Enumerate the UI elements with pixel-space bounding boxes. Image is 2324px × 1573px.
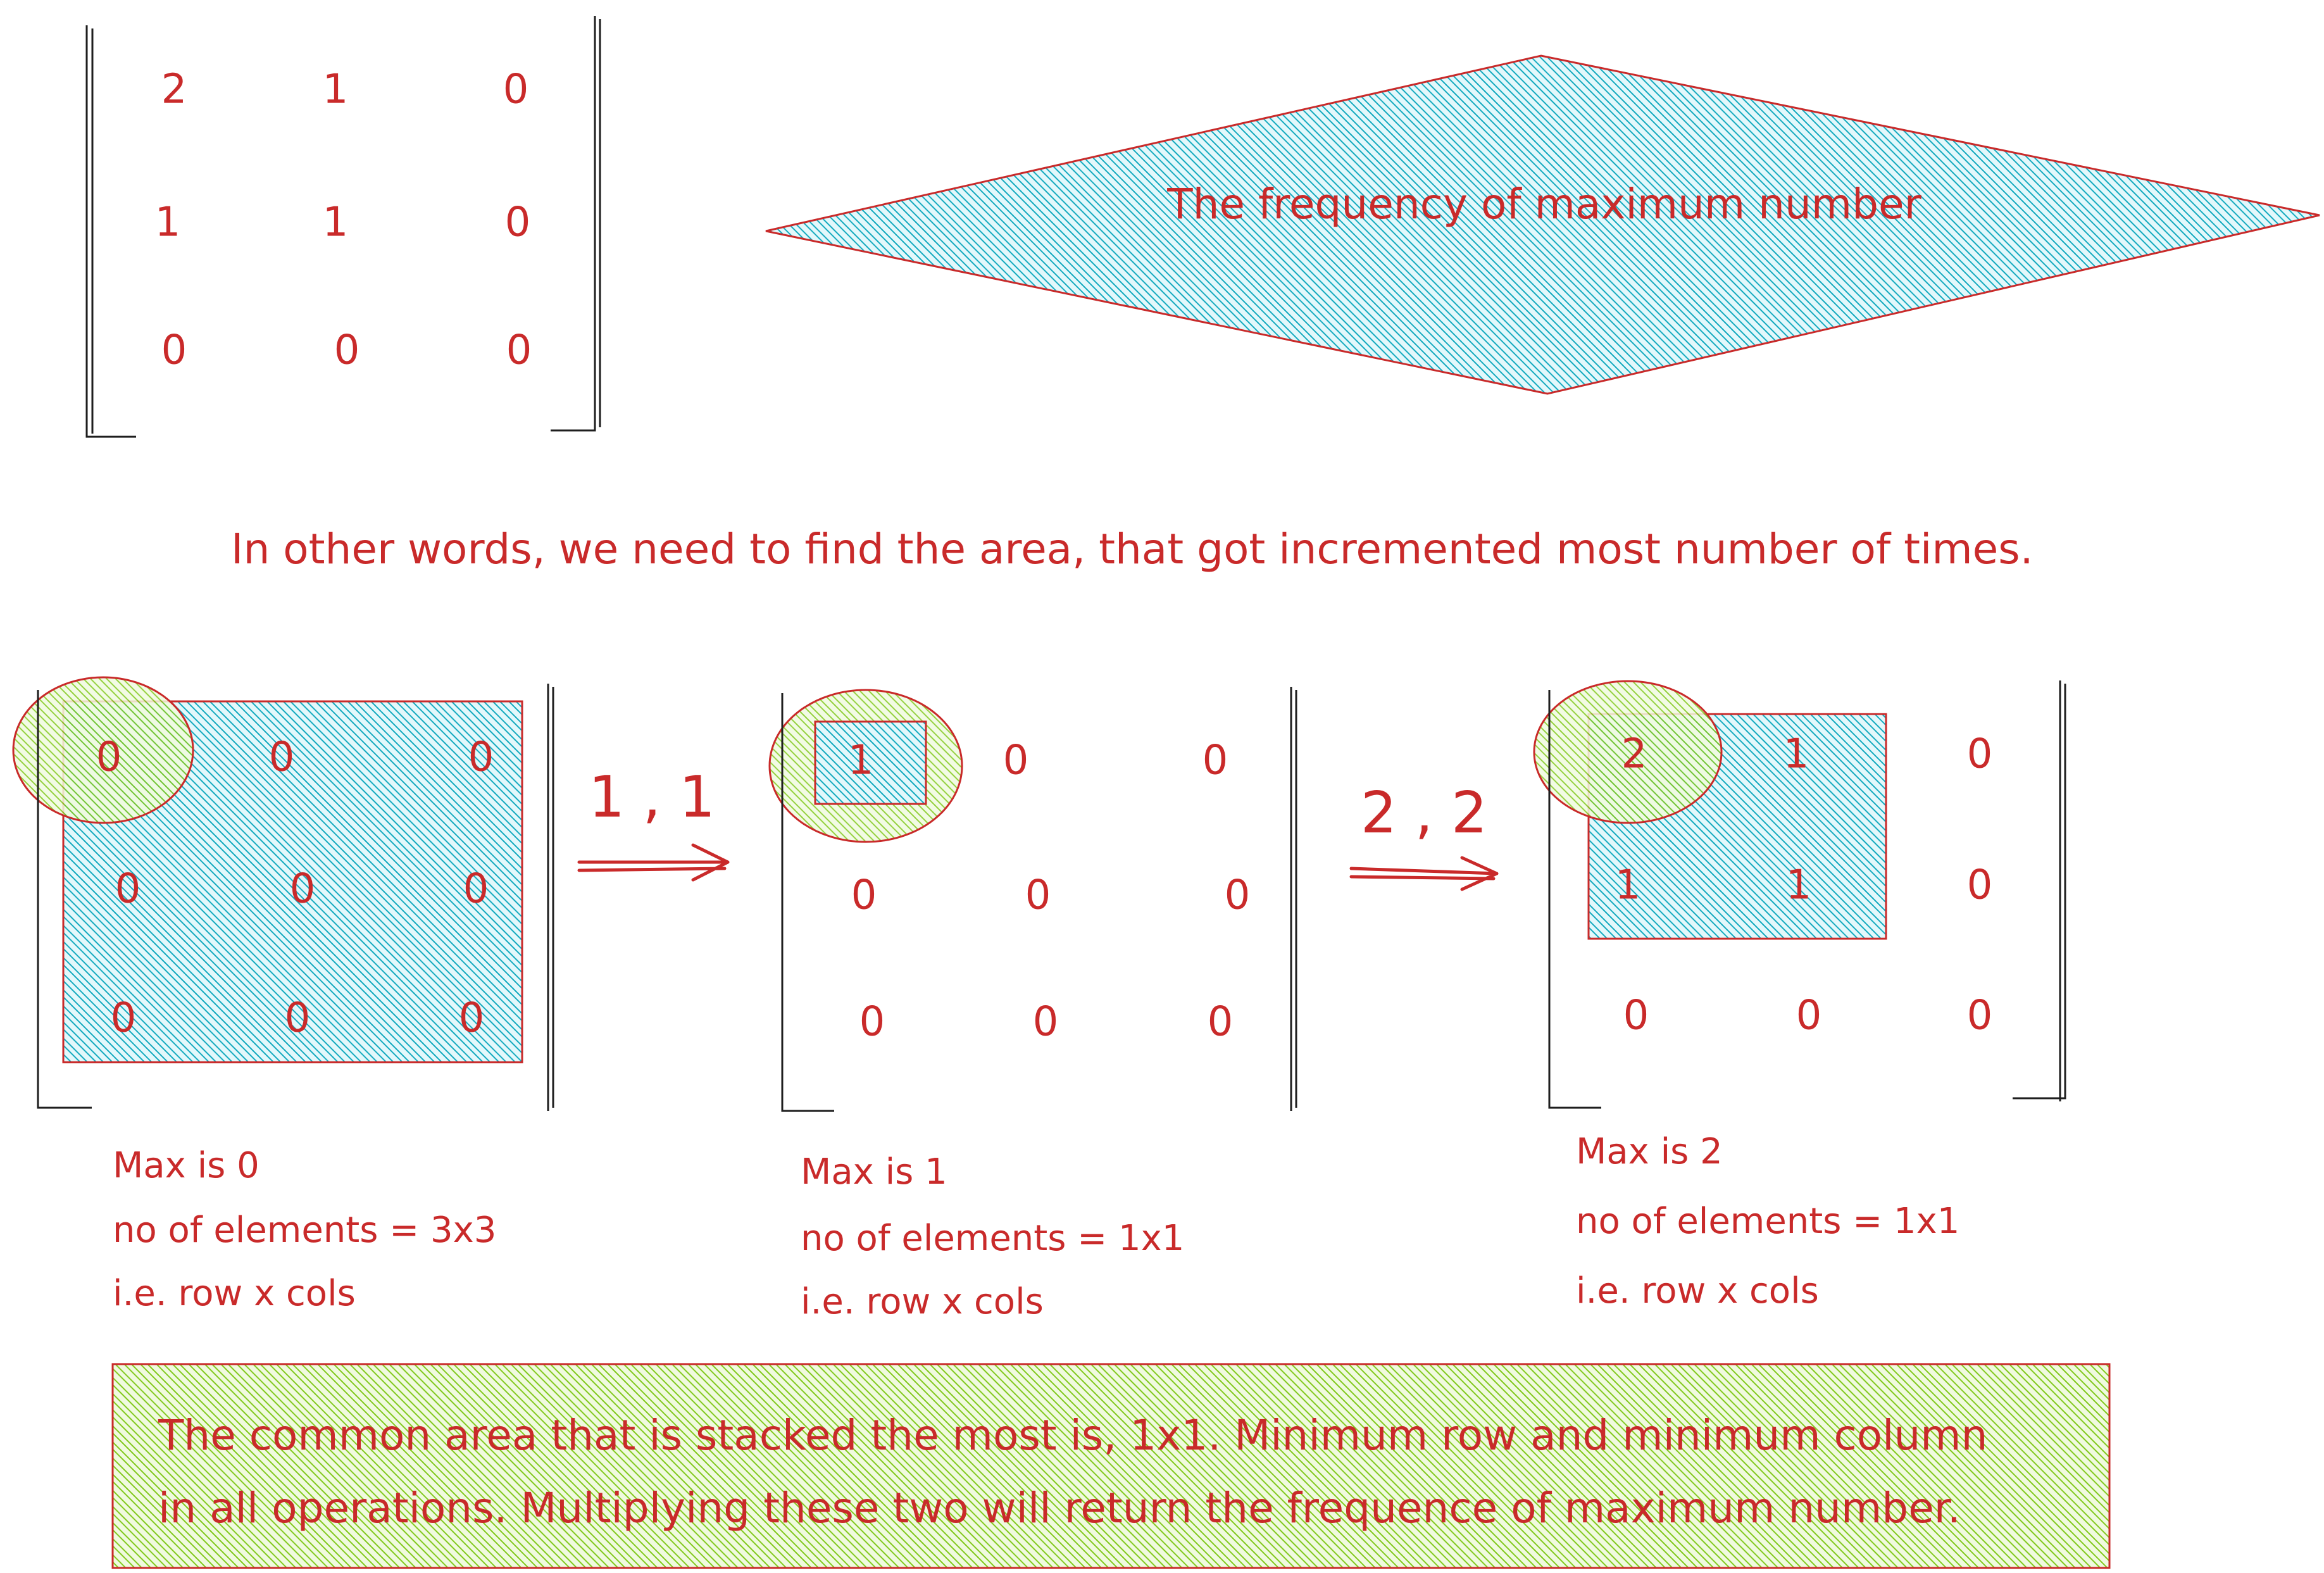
arrow-2-label: 2 , 2 (1361, 780, 1487, 846)
step-2-caption-line-1: Max is 1 (801, 1151, 947, 1193)
step-2-cell-2-1: 0 (1033, 999, 1059, 1046)
step-2-cell-1-2: 0 (1225, 872, 1251, 919)
top-cell-1-2: 0 (505, 199, 531, 246)
top-cell-1-0: 1 (155, 199, 181, 246)
step-3-caption-line-1: Max is 2 (1576, 1131, 1723, 1172)
step-1-caption: Max is 0 no of elements = 3x3 i.e. row x… (113, 1145, 496, 1314)
conclusion-box: The common area that is stacked the most… (111, 1363, 2111, 1569)
step-2-caption: Max is 1 no of elements = 1x1 i.e. row x… (801, 1151, 1184, 1322)
step-3-right-bracket (2013, 680, 2066, 1101)
step-1-cell-2-1: 0 (285, 995, 311, 1042)
step-3-cell-1-1: 1 (1786, 862, 1812, 909)
step-3-cell-2-1: 0 (1796, 993, 1822, 1039)
top-cell-0-2: 0 (503, 66, 529, 113)
step-1-left-bracket (37, 690, 92, 1109)
step-2-matrix: 1 0 0 0 0 0 0 0 0 (768, 687, 1297, 1112)
top-cell-0-1: 1 (323, 66, 349, 113)
arrow-1-label: 1 , 1 (589, 764, 715, 830)
step-2-caption-line-3: i.e. row x cols (801, 1281, 1044, 1322)
step-2-cell-0-0: 1 (848, 737, 874, 784)
step-2-cell-1-1: 0 (1025, 872, 1051, 919)
step-3-cell-1-0: 1 (1615, 862, 1641, 909)
step-3-cell-1-2: 0 (1967, 862, 1993, 909)
top-cell-2-2: 0 (506, 327, 532, 374)
step-3-left-bracket (1548, 690, 1601, 1109)
step-3-green-highlight (1533, 680, 1723, 824)
step-2-caption-line-2: no of elements = 1x1 (801, 1218, 1184, 1259)
explanation-text: In other words, we need to find the area… (231, 525, 2034, 573)
top-cell-1-1: 1 (323, 199, 349, 246)
top-cell-0-0: 2 (161, 66, 187, 113)
diamond-label: The frequency of maximum number (1166, 180, 1921, 229)
step-3-caption: Max is 2 no of elements = 1x1 i.e. row x… (1576, 1131, 1959, 1312)
step-1-green-highlight (12, 676, 194, 824)
top-cell-2-1: 0 (334, 327, 360, 374)
step-1-right-bracket (547, 684, 554, 1111)
top-matrix: 2 1 0 1 1 0 0 0 0 (85, 16, 601, 438)
step-1-cell-1-0: 0 (115, 866, 141, 913)
step-2-cell-0-1: 0 (1003, 737, 1029, 784)
step-1-cell-0-0: 0 (96, 734, 122, 781)
step-1-cell-0-2: 0 (468, 734, 494, 781)
step-1-cell-1-2: 0 (463, 866, 489, 913)
step-1-matrix: 0 0 0 0 0 0 0 0 0 (12, 676, 554, 1111)
top-cell-2-0: 0 (161, 327, 187, 374)
step-1-caption-line-3: i.e. row x cols (113, 1273, 356, 1314)
step-1-caption-line-1: Max is 0 (113, 1145, 259, 1186)
step-2-cell-0-2: 0 (1203, 737, 1228, 784)
top-matrix-left-bracket (85, 25, 136, 438)
step-3-cell-0-1: 1 (1784, 731, 1809, 778)
step-2-left-bracket (781, 693, 834, 1112)
step-2-cell-1-0: 0 (851, 872, 877, 919)
step-2-right-bracket (1290, 687, 1297, 1111)
arrow-1: 1 , 1 (577, 764, 730, 882)
arrow-2: 2 , 2 (1349, 780, 1499, 891)
step-2-cell-2-0: 0 (859, 999, 885, 1046)
step-3-cell-0-2: 0 (1967, 731, 1993, 778)
step-3-cell-2-0: 0 (1623, 993, 1649, 1039)
step-2-cell-2-2: 0 (1208, 999, 1234, 1046)
step-3-caption-line-2: no of elements = 1x1 (1576, 1201, 1959, 1242)
step-1-cell-2-0: 0 (111, 995, 137, 1042)
conclusion-line-2: in all operations. Multiplying these two… (158, 1484, 1961, 1532)
step-3-cell-0-0: 2 (1621, 731, 1647, 778)
diamond-shape: The frequency of maximum number (765, 54, 2320, 395)
top-matrix-right-bracket (551, 16, 601, 432)
conclusion-line-1: The common area that is stacked the most… (158, 1411, 1987, 1460)
step-1-cell-1-1: 0 (290, 866, 316, 913)
step-1-cell-0-1: 0 (269, 734, 295, 781)
step-3-caption-line-3: i.e. row x cols (1576, 1270, 1819, 1312)
step-1-cell-2-2: 0 (459, 995, 485, 1042)
step-2-blue-area (814, 720, 927, 805)
step-3-cell-2-2: 0 (1967, 993, 1993, 1039)
step-1-caption-line-2: no of elements = 3x3 (113, 1210, 496, 1251)
step-3-matrix: 2 1 0 1 1 0 0 0 0 (1533, 680, 2066, 1109)
